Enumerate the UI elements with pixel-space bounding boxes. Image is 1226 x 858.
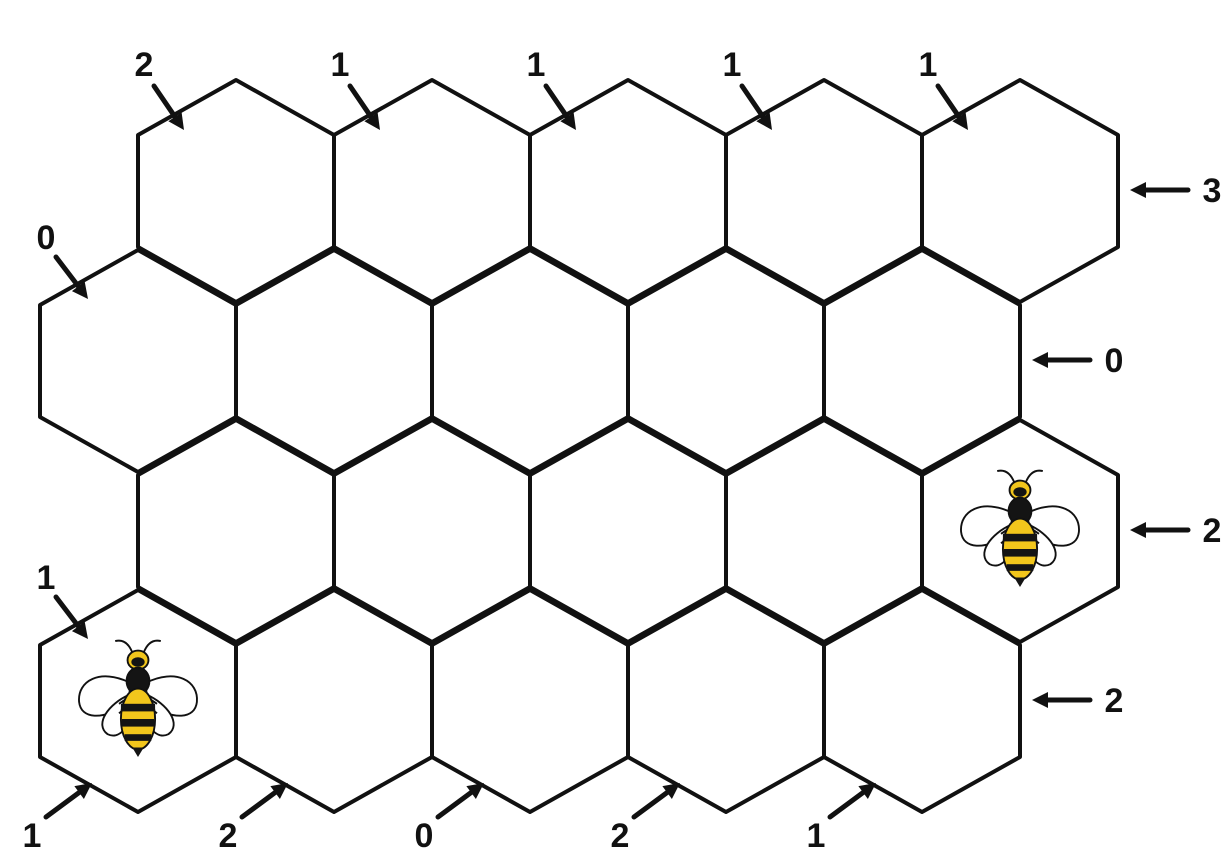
bottom-clue-arrow-icon-0 <box>46 783 92 817</box>
bottom-clue-4: 1 <box>807 817 826 855</box>
right-clue-arrow-icon-1 <box>1032 352 1090 368</box>
bottom-clue-arrow-icon-1 <box>242 783 288 817</box>
top-clue-0: 2 <box>135 46 154 84</box>
right-clue-3: 2 <box>1105 682 1124 720</box>
bottom-clue-0: 1 <box>23 817 42 855</box>
top-clue-1: 1 <box>331 46 350 84</box>
top-clue-2: 1 <box>527 46 546 84</box>
hex-grid <box>40 80 1118 812</box>
left-clue-1: 1 <box>37 559 56 597</box>
right-clue-0: 3 <box>1203 172 1222 210</box>
right-clue-2: 2 <box>1203 512 1222 550</box>
bottom-clue-3: 2 <box>611 817 630 855</box>
bottom-clue-arrow-icon-2 <box>438 783 484 817</box>
bottom-clue-1: 2 <box>219 817 238 855</box>
bottom-clue-arrow-icon-3 <box>634 783 680 817</box>
right-clue-1: 0 <box>1105 342 1124 380</box>
left-clue-0: 0 <box>37 219 56 257</box>
right-clue-arrow-icon-2 <box>1130 522 1188 538</box>
right-clue-arrow-icon-3 <box>1032 692 1090 708</box>
bottom-clue-arrow-icon-4 <box>830 783 876 817</box>
right-clue-arrow-icon-0 <box>1130 182 1188 198</box>
top-clue-4: 1 <box>919 46 938 84</box>
bottom-clue-2: 0 <box>415 817 434 855</box>
top-clue-3: 1 <box>723 46 742 84</box>
